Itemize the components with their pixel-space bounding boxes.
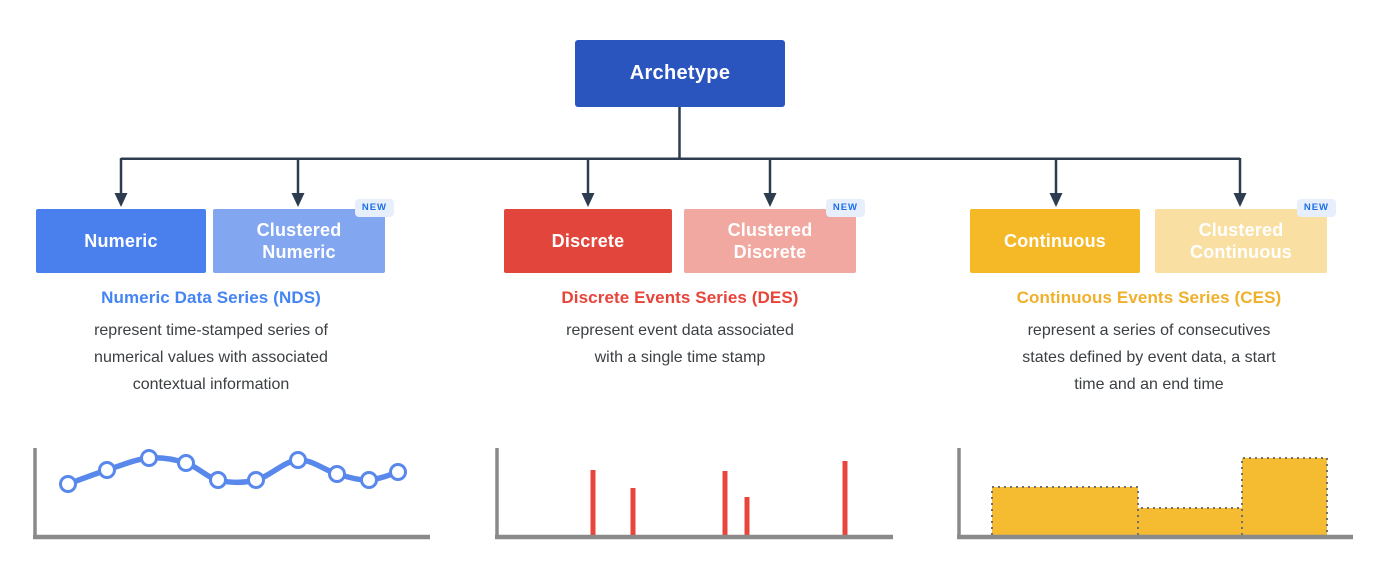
numeric-description: Numeric Data Series (NDS) represent time… (31, 288, 391, 398)
discrete-node-label: Discrete (551, 231, 625, 251)
continuous-description: Continuous Events Series (CES) represent… (959, 288, 1339, 398)
description-line: time and an end time (1074, 376, 1224, 393)
numeric-node-label: Numeric (84, 231, 158, 251)
clustered-discrete-node-label: Clustered Discrete (727, 220, 813, 262)
discrete-spike-chart (495, 448, 893, 540)
clustered-numeric-node-label: Clustered Numeric (256, 220, 342, 262)
description-line: with a single time stamp (594, 349, 766, 366)
clustered-discrete-node: Clustered Discrete NEW (684, 199, 865, 273)
clustered-continuous-node-label: Clustered Continuous (1190, 220, 1292, 262)
new-badge: NEW (1296, 199, 1336, 217)
continuous-node-label: Continuous (1004, 231, 1106, 251)
description-line: states defined by event data, a start (1022, 349, 1276, 366)
description-line: represent time-stamped series of (94, 322, 328, 339)
clustered-continuous-node: Clustered Continuous NEW (1155, 199, 1336, 273)
description-line: contextual information (132, 376, 290, 393)
arrowhead-icons (114, 193, 1247, 207)
discrete-node: Discrete (504, 209, 672, 273)
discrete-description-heading: Discrete Events Series (DES) (561, 288, 799, 307)
discrete-description: Discrete Events Series (DES) represent e… (505, 288, 855, 371)
archetype-root-node: Archetype (575, 40, 785, 107)
description-line: represent a series of consecutives (1027, 322, 1271, 339)
continuous-block-chart (957, 448, 1353, 540)
continuous-description-heading: Continuous Events Series (CES) (1016, 288, 1282, 307)
numeric-description-heading: Numeric Data Series (NDS) (101, 288, 321, 307)
description-line: numerical values with associated (94, 349, 328, 366)
numeric-line-chart (33, 448, 430, 540)
new-badge: NEW (354, 199, 394, 217)
clustered-numeric-node: Clustered Numeric NEW (213, 199, 394, 273)
archetype-root-label: Archetype (629, 62, 731, 84)
description-line: represent event data associated (566, 322, 794, 339)
numeric-node: Numeric (36, 209, 206, 273)
continuous-node: Continuous (970, 209, 1140, 273)
new-badge: NEW (825, 199, 865, 217)
